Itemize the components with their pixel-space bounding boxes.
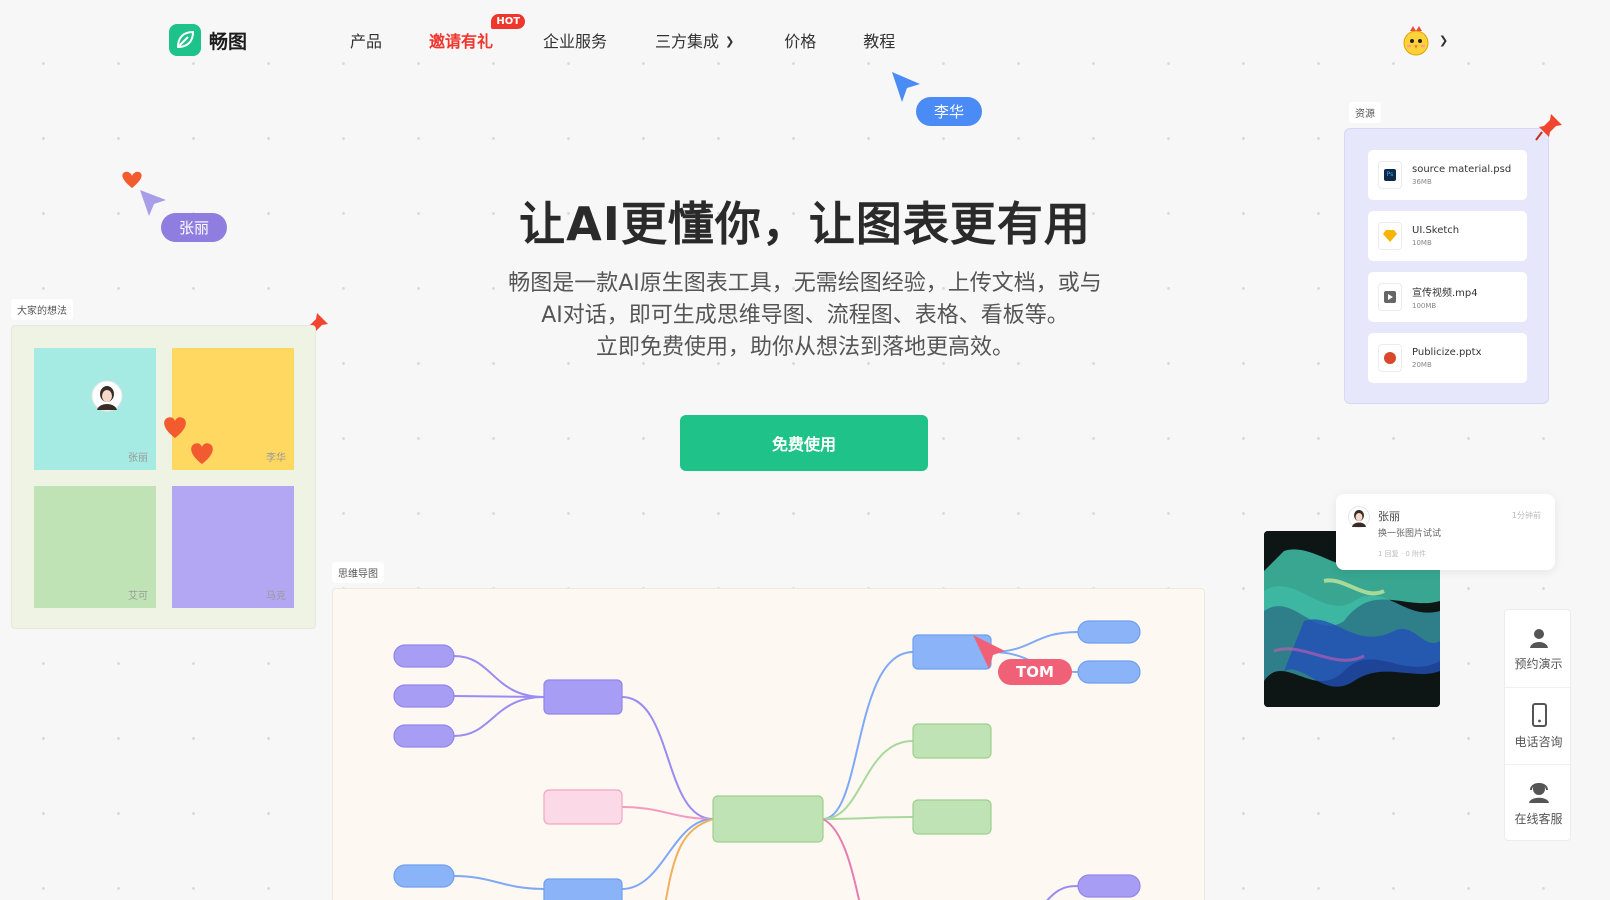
brand-logo[interactable]: 畅图 [169, 24, 247, 56]
resources-label: 资源 [1349, 102, 1381, 123]
resource-size: 10MB [1412, 239, 1432, 247]
comment-author: 张丽 [1378, 510, 1400, 523]
brand-name: 畅图 [209, 30, 248, 53]
resource-name: 宣传视频.mp4 [1412, 288, 1478, 299]
hero-subtitle: 畅图是一款AI原生图表工具，无需绘图经验，上传文档，或与 AI对话，即可生成思维… [0, 268, 1610, 364]
nav-item-invite-label: 邀请有礼 [429, 32, 494, 51]
sticky-note-author: 李华 [266, 453, 286, 464]
cursor-arrow-icon [973, 635, 1005, 669]
nav-item-integrations[interactable]: 三方集成 ❯ [655, 28, 734, 52]
leaf-logo-icon [169, 24, 201, 56]
online-support-button[interactable]: 在线客服 [1505, 765, 1572, 841]
user-menu[interactable]: ❯ [1401, 24, 1448, 56]
chevron-down-icon: ❯ [1439, 33, 1449, 47]
cursor-tag-tom: TOM [998, 659, 1072, 685]
avatar [91, 380, 123, 412]
free-use-button[interactable]: 免费使用 [680, 415, 928, 471]
phone-consult-button[interactable]: 电话咨询 [1505, 689, 1572, 765]
comment-text: 换一张图片试试 [1378, 529, 1442, 539]
online-support-label: 在线客服 [1514, 811, 1563, 826]
sketch-icon [1378, 222, 1402, 250]
hearts-reaction [164, 417, 213, 464]
resource-file[interactable]: 宣传视频.mp4 100MB [1368, 272, 1527, 322]
photoshop-icon: Ps [1378, 161, 1402, 189]
sticky-note-author: 张丽 [128, 453, 148, 464]
mindmap-board [332, 588, 1205, 900]
heart-icon [122, 171, 142, 188]
resource-size: 100MB [1412, 302, 1437, 310]
nav-item-pricing[interactable]: 价格 [784, 32, 817, 51]
nav-item-enterprise[interactable]: 企业服务 [543, 32, 608, 51]
comment-card[interactable]: 张丽 1分钟前 换一张图片试试 1 回复 · 0 附件 [1336, 494, 1555, 570]
resource-name: Publicize.pptx [1412, 347, 1482, 358]
hero-subtitle-line-2: AI对话，即可生成思维导图、流程图、表格、看板等。 [541, 303, 1069, 328]
heart-icon [191, 443, 213, 464]
book-demo-label: 预约演示 [1514, 657, 1563, 671]
hot-badge: HOT [491, 14, 526, 29]
hero-subtitle-line-1: 畅图是一款AI原生图表工具，无需绘图经验，上传文档，或与 [508, 271, 1102, 296]
main-nav: 产品 邀请有礼 HOT 企业服务 三方集成 ❯ 价格 教程 [350, 14, 896, 52]
resource-name: UI.Sketch [1412, 225, 1460, 236]
cursor-tag-zhangli: 张丽 [161, 213, 228, 242]
nav-item-product[interactable]: 产品 [350, 32, 383, 51]
phone-consult-label: 电话咨询 [1514, 735, 1563, 749]
comment-meta: 1 回复 · 0 附件 [1378, 550, 1427, 558]
resources-panel: Ps source material.psd 36MB UI.Sketch 10MB… [1344, 128, 1549, 404]
cursor-tag-lihua: 李华 [916, 97, 983, 126]
cursor-with-heart [122, 171, 166, 216]
sticky-note-author: 艾可 [128, 591, 148, 602]
video-icon [1378, 283, 1402, 311]
comment-time: 1分钟前 [1511, 511, 1541, 520]
sticky-board: 张丽 李华 艾可 马克 [11, 325, 316, 629]
resource-file[interactable]: UI.Sketch 10MB [1368, 211, 1527, 261]
pin-icon [1535, 114, 1562, 141]
resource-file[interactable]: Publicize.pptx 20MB [1368, 333, 1527, 383]
chick-avatar-icon [1403, 26, 1429, 56]
sticky-note[interactable]: 马克 [172, 486, 294, 608]
resource-name: source material.psd [1412, 164, 1512, 175]
service-sidebar: 预约演示 电话咨询 在线客服 [1504, 609, 1572, 841]
nav-item-integrations-label: 三方集成 [655, 32, 720, 51]
sticky-note[interactable]: 张丽 [34, 348, 156, 470]
phone-icon [1531, 703, 1547, 727]
cursor-arrow-icon [892, 72, 920, 102]
nav-item-invite[interactable]: 邀请有礼 HOT [429, 14, 526, 52]
resource-size: 20MB [1412, 361, 1432, 369]
sticky-note-author: 马克 [266, 591, 286, 602]
headset-icon [1528, 782, 1549, 803]
resource-size: 36MB [1412, 178, 1432, 186]
avatar [1348, 506, 1370, 528]
chevron-down-icon: ❯ [725, 35, 735, 48]
sticky-note[interactable]: 艾可 [34, 486, 156, 608]
sticky-board-label: 大家的想法 [11, 299, 73, 320]
cursor-arrow-icon [140, 190, 166, 216]
hero-subtitle-line-3: 立即免费使用，助你从想法到落地更高效。 [595, 335, 1014, 360]
powerpoint-icon [1378, 344, 1402, 372]
mindmap-label: 思维导图 [332, 562, 384, 583]
heart-icon [164, 417, 186, 438]
hero-title: 让AI更懂你，让图表更有用 [519, 197, 1091, 251]
user-icon [1529, 629, 1548, 648]
book-demo-button[interactable]: 预约演示 [1505, 612, 1572, 688]
resource-file[interactable]: Ps source material.psd 36MB [1368, 150, 1527, 200]
nav-item-tutorial[interactable]: 教程 [863, 32, 896, 51]
mindmap-diagram [393, 620, 1141, 900]
